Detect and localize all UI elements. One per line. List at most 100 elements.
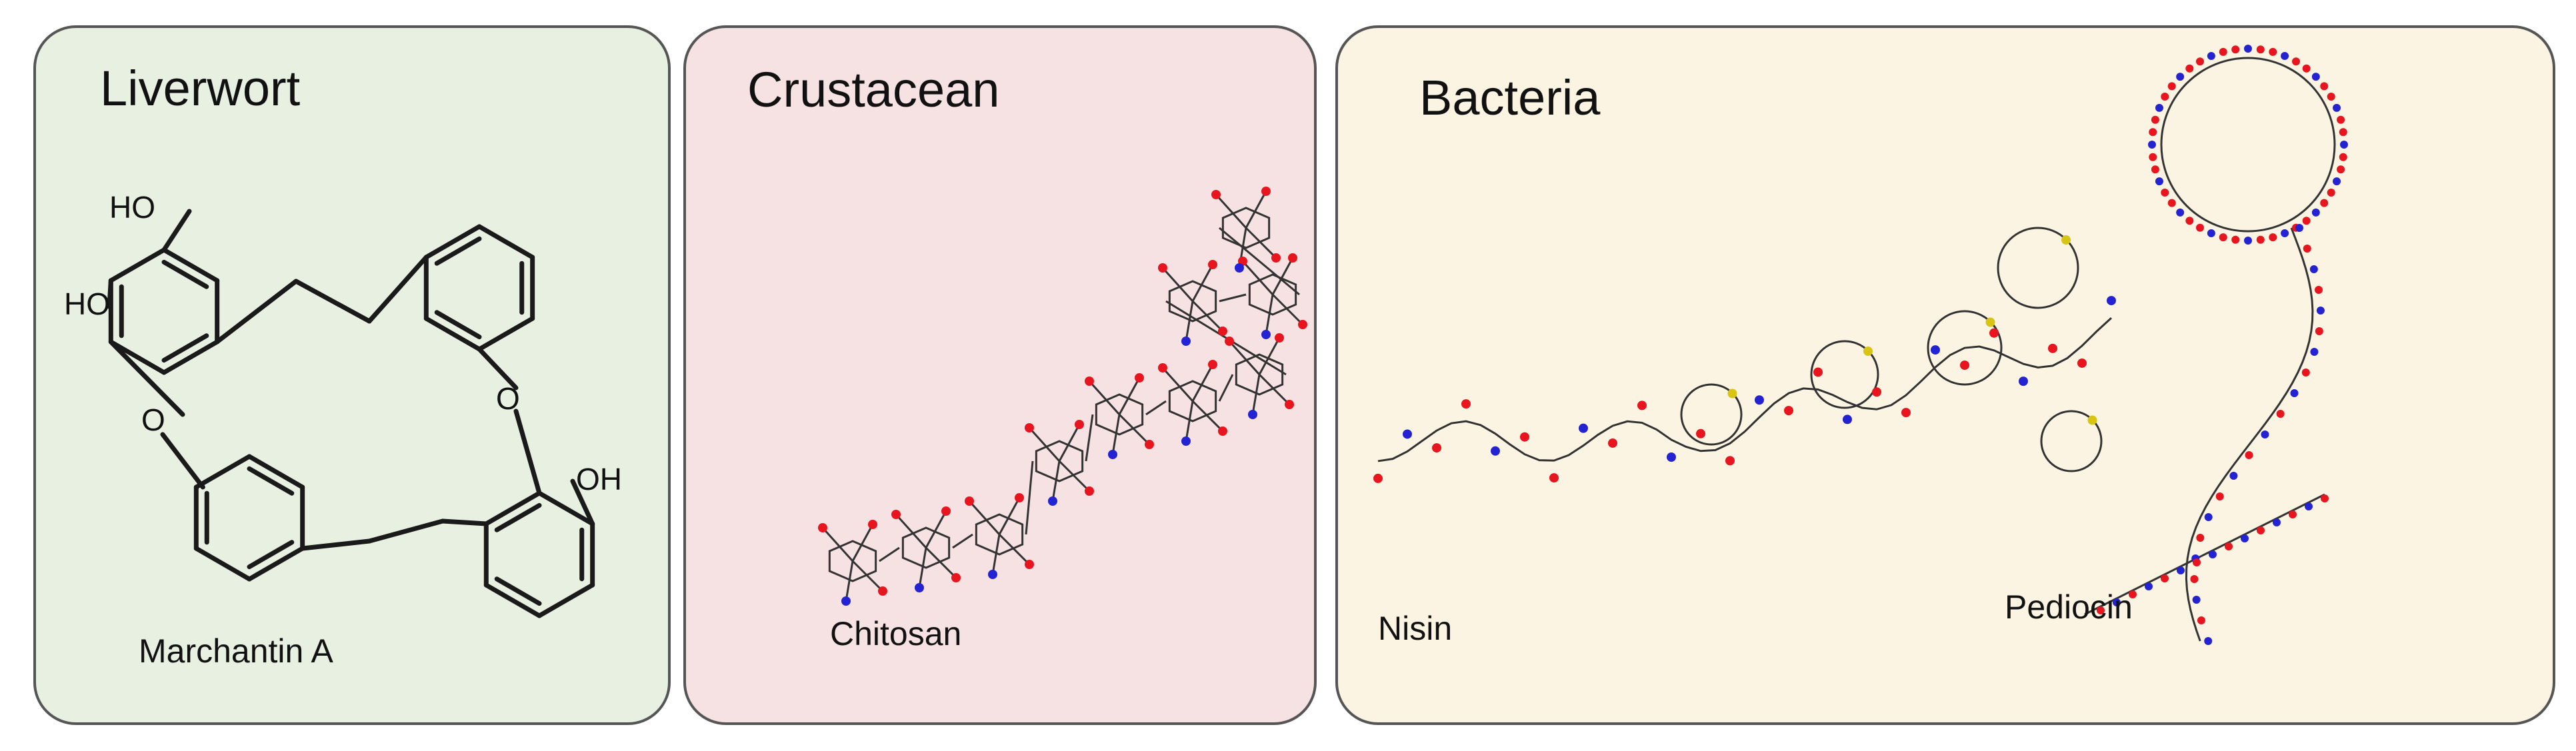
atom-marker <box>1784 406 1793 416</box>
panel-crustacean: Crustacean Chitosan <box>683 25 1317 725</box>
sugar-ring <box>901 526 951 569</box>
atom-marker <box>1208 360 1217 369</box>
atom-marker <box>2176 73 2185 81</box>
atom-marker <box>2215 492 2224 500</box>
atom-marker <box>2167 199 2176 207</box>
atom-marker <box>2207 51 2215 60</box>
atom-marker <box>2321 494 2329 502</box>
atom-marker <box>2196 57 2204 66</box>
atom-marker <box>2231 235 2240 244</box>
atom-marker <box>2048 343 2057 353</box>
atom-marker <box>1025 560 1034 569</box>
caption-marchantin-a: Marchantin A <box>139 632 333 670</box>
atom-marker <box>941 506 951 516</box>
atom-marker <box>1608 438 1617 448</box>
atom-marker <box>2161 93 2169 101</box>
atom-marker <box>988 570 997 579</box>
atom-marker <box>2276 410 2285 418</box>
atom-marker <box>1931 345 1940 355</box>
atom-marker <box>1285 400 1294 409</box>
atom-marker <box>1235 263 1244 273</box>
panel-title-bacteria: Bacteria <box>1419 70 1601 125</box>
atom-marker <box>1261 330 1271 339</box>
atom-marker <box>1208 260 1217 269</box>
atom-marker <box>2209 550 2217 558</box>
atom-marker <box>2204 513 2213 521</box>
atom-marker <box>1085 376 1094 386</box>
pediocin-structure <box>2084 45 2348 645</box>
atom-marker <box>2151 115 2159 124</box>
sugar-ring <box>828 540 877 582</box>
atom-marker <box>2190 575 2199 583</box>
atom-marker <box>2113 598 2121 606</box>
atom-label-o-1: O <box>141 402 165 437</box>
atom-marker <box>2337 165 2345 174</box>
atom-marker <box>2225 542 2233 550</box>
atom-marker <box>2151 165 2159 174</box>
caption-chitosan: Chitosan <box>830 615 962 652</box>
atom-marker <box>2229 472 2238 480</box>
atom-marker <box>1520 432 1529 442</box>
atom-marker <box>2333 177 2341 186</box>
atom-marker <box>1461 399 1471 409</box>
atom-marker <box>1075 420 1084 429</box>
atom-marker <box>1085 486 1094 496</box>
atom-marker <box>2302 64 2311 73</box>
atom-marker <box>2196 223 2204 232</box>
atom-marker <box>1727 388 1737 398</box>
atom-marker <box>2292 57 2300 66</box>
atom-marker <box>2281 51 2289 60</box>
atom-marker <box>2061 235 2071 245</box>
atom-marker <box>1989 328 1999 338</box>
atom-marker <box>2219 233 2227 242</box>
atom-marker <box>1135 373 1144 382</box>
atom-marker <box>2145 582 2153 590</box>
atom-marker <box>2316 307 2325 315</box>
atom-marker <box>2301 369 2310 376</box>
atom-marker <box>2107 296 2116 306</box>
atom-marker <box>1667 452 1676 462</box>
sugar-ring <box>1235 353 1284 396</box>
atom-marker <box>1863 347 1873 356</box>
atom-marker <box>2333 103 2341 112</box>
atom-marker <box>1181 337 1191 346</box>
atom-marker <box>1225 337 1234 346</box>
atom-marker <box>2269 233 2277 242</box>
atom-marker <box>965 496 974 506</box>
atom-marker <box>2295 224 2303 232</box>
atom-marker <box>2269 47 2277 56</box>
atom-marker <box>2245 451 2253 459</box>
atom-marker <box>1813 367 1823 377</box>
atom-marker <box>2019 376 2028 386</box>
atom-marker <box>891 510 901 519</box>
atom-marker <box>2207 229 2215 238</box>
atom-marker <box>2185 217 2194 225</box>
atom-marker <box>2320 82 2329 91</box>
atom-marker <box>818 523 827 532</box>
atom-marker <box>2311 208 2320 217</box>
atom-marker <box>1158 263 1167 273</box>
atom-marker <box>2219 47 2227 56</box>
atom-marker <box>2256 45 2265 54</box>
atom-marker <box>2290 389 2299 397</box>
atom-marker <box>1261 187 1271 196</box>
atom-marker <box>1579 423 1588 433</box>
atom-marker <box>2303 245 2311 253</box>
atom-marker <box>2339 153 2347 161</box>
atom-label-ho-1: HO <box>109 190 155 225</box>
atom-marker <box>1298 320 1307 329</box>
atom-marker <box>2193 558 2201 566</box>
atom-marker <box>2167 82 2176 91</box>
atom-marker <box>2148 141 2156 149</box>
sugar-ring <box>975 513 1024 556</box>
atom-marker <box>1271 253 1281 263</box>
atom-marker <box>2337 115 2345 124</box>
atom-marker <box>1637 400 1647 410</box>
atom-marker <box>1211 190 1221 199</box>
sugar-ring <box>1168 380 1217 422</box>
atom-marker <box>2161 574 2169 582</box>
atom-marker <box>878 586 887 596</box>
atom-marker <box>2097 606 2105 614</box>
atom-marker <box>1843 414 1852 424</box>
atom-marker <box>2339 128 2347 137</box>
